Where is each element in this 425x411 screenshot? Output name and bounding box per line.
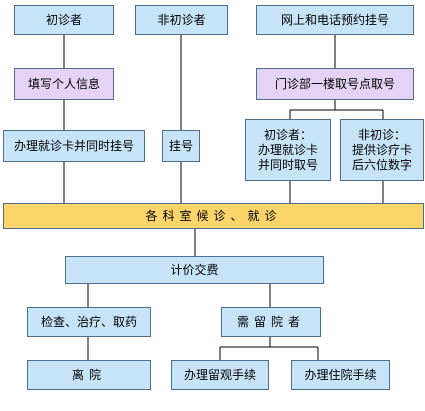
revisit-box: 非初诊者 [135, 5, 228, 35]
leave-hospital-box: 离院 [27, 360, 151, 390]
online-phone-appointment-box: 网上和电话预约挂号 [256, 5, 414, 35]
admission-procedure-box: 办理住院手续 [291, 360, 390, 390]
fill-info-box: 填写个人信息 [14, 68, 114, 100]
first-visit-box: 初诊者 [14, 5, 114, 35]
card-and-register-box: 办理就诊卡并同时挂号 [3, 130, 145, 162]
waiting-consultation-bar: 各科室候诊、就诊 [3, 203, 424, 229]
first-take-number-box: 初诊者： 办理就诊卡 并同时取号 [245, 119, 331, 181]
exam-treat-medicine-box: 检查、治疗、取药 [27, 307, 151, 337]
register-box: 挂号 [162, 130, 200, 162]
need-inpatient-box: 需留院者 [221, 307, 321, 337]
clinic-ticket-box: 门诊部一楼取号点取号 [256, 68, 414, 100]
revisit-card-digits-box: 非初诊： 提供诊疗卡 后六位数字 [340, 119, 424, 181]
observation-procedure-box: 办理留观手续 [171, 360, 269, 390]
billing-box: 计价交费 [65, 256, 324, 284]
